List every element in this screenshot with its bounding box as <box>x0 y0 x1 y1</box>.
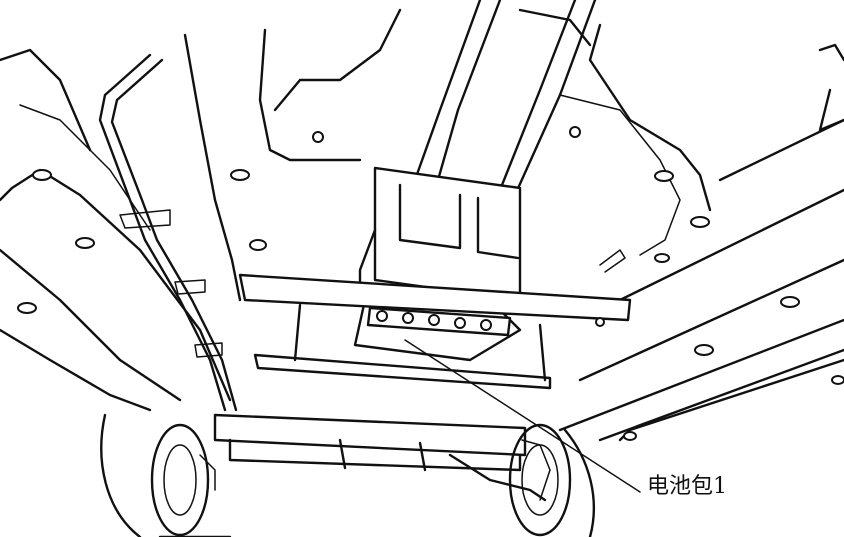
left-sill-panel <box>0 48 232 412</box>
floor-tunnel <box>183 8 712 302</box>
battery-pack-label: 电池包1 <box>647 474 727 499</box>
right-sill-panel <box>558 43 844 442</box>
battery-pack-leader <box>404 339 641 493</box>
right-rear-wheel <box>508 423 596 537</box>
cross-members <box>238 273 632 390</box>
left-rear-wheel <box>100 413 232 537</box>
rear-axle-beam <box>199 413 547 502</box>
brake-lines <box>98 53 238 412</box>
